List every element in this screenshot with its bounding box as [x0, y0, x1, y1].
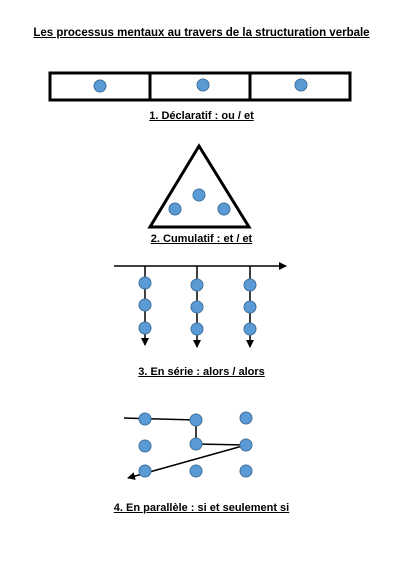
declaratif-dot: [196, 78, 210, 92]
parallele-dot: [239, 438, 253, 452]
declaratif-diagram: [48, 71, 352, 102]
declaratif-dot: [294, 78, 308, 92]
document-title: Les processus mentaux au travers de la s…: [33, 27, 370, 39]
parallele-dot: [189, 437, 203, 451]
caption-parallele: 4. En parallèle : si et seulement si: [113, 502, 290, 514]
serie-dot: [138, 298, 152, 312]
parallele-dot: [189, 464, 203, 478]
serie-dot: [190, 278, 204, 292]
serie-diagram: [114, 262, 287, 348]
caption-cumulatif: 2. Cumulatif : et / et: [150, 233, 253, 245]
parallele-diagram: [123, 411, 253, 480]
parallele-dot: [138, 439, 152, 453]
serie-dot: [190, 322, 204, 336]
cumulatif-dot: [192, 188, 206, 202]
cumulatif-dot: [217, 202, 231, 216]
serie-dot: [138, 276, 152, 290]
cumulatif-dot: [168, 202, 182, 216]
parallele-dot: [138, 464, 152, 478]
serie-dot: [138, 321, 152, 335]
parallele-dot: [138, 412, 152, 426]
serie-dot: [243, 300, 257, 314]
parallele-dot: [239, 411, 253, 425]
serie-dot: [243, 278, 257, 292]
caption-declaratif: 1. Déclaratif : ou / et: [149, 110, 254, 122]
declaratif-dot: [93, 79, 107, 93]
parallele-link: [195, 443, 247, 446]
parallele-link: [123, 417, 197, 421]
cumulatif-diagram: [147, 143, 252, 229]
serie-dot: [243, 322, 257, 336]
declaratif-box: [48, 71, 352, 102]
parallele-dot: [239, 464, 253, 478]
serie-dot: [190, 300, 204, 314]
caption-serie: 3. En série : alors / alors: [138, 366, 265, 378]
cumulatif-triangle: [147, 143, 252, 229]
parallele-dot: [189, 413, 203, 427]
